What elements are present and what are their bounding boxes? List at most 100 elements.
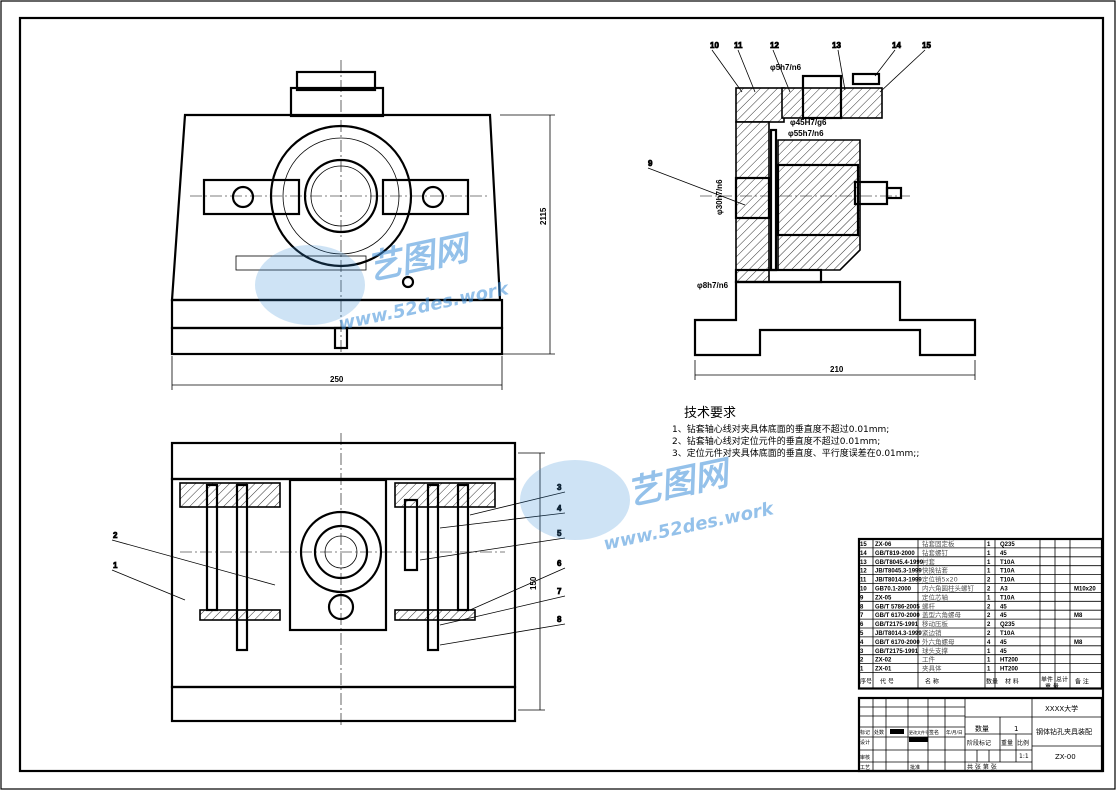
bom-header-name: 名 称 (925, 678, 939, 686)
front-view: 2115 250 (170, 60, 555, 390)
bom-cell: 1 (987, 667, 991, 673)
bom-cell: GB/T 6170-2000 (875, 613, 920, 619)
bom-cell: 定位芯轴 (922, 592, 949, 601)
bom-header-total: 总计 (1056, 676, 1068, 684)
bom-cell: 1 (987, 560, 991, 566)
bom-cell: 螺杆 (922, 601, 936, 610)
bom-cell: ZX-02 (875, 658, 892, 664)
rev-label: 更改文件号 (909, 729, 929, 735)
bom-cell: 3 (860, 649, 864, 655)
bom-cell: JB/T8014.3-1999 (875, 631, 922, 637)
role-design: 设计 (860, 739, 870, 746)
callout-8: 8 (557, 615, 562, 624)
dim-width-front: 250 (330, 375, 344, 384)
bom-cell: 45 (1000, 551, 1007, 557)
role-approve: 批准 (910, 764, 920, 771)
bom-cell: GB/T 6170-2000 (875, 640, 920, 646)
rev-label: 年/月/日 (946, 729, 963, 736)
bom-cell: JB/T8014.3-1999 (875, 578, 922, 584)
rev-label: 处数 (874, 729, 884, 736)
callout-2: 2 (113, 531, 118, 540)
bom-cell: 快换钻套 (922, 566, 949, 575)
requirements-title: 技术要求 (684, 406, 736, 421)
callout-1: 1 (113, 561, 118, 570)
bom-header-qty: 数量 (986, 678, 998, 686)
callout-7: 7 (557, 587, 562, 596)
bom-cell: GB/T 5786-2005 (875, 604, 920, 610)
bom-cell: 11 (860, 578, 867, 584)
callout-4: 4 (557, 504, 562, 513)
bom-cell: 1 (987, 658, 991, 664)
role-review: 审核 (860, 754, 870, 761)
bom-cell: T10A (1000, 569, 1015, 575)
side-view: 210 φ5h7/n6 φ45H7/g6 φ55h7/n6 φ30h7/n6 φ… (693, 63, 977, 380)
bom-cell: M8 (1074, 640, 1083, 646)
bom-cell: 45 (1000, 604, 1007, 610)
bom-cell: GB/T2175-1991 (875, 622, 919, 628)
callout-5: 5 (557, 529, 562, 538)
bom-cell: 1 (987, 542, 991, 548)
bom-cell: 4 (860, 640, 864, 646)
bom-cell: 14 (860, 551, 867, 557)
fit-label: φ55h7/n6 (788, 129, 824, 138)
bom-header-weight: 重 量 (1045, 683, 1059, 691)
bom-cell: 定位销5x20 (922, 575, 958, 584)
fit-label: φ8h7/n6 (697, 281, 729, 290)
bom-cell: 夹具体 (922, 664, 942, 673)
dim-width-side: 210 (830, 365, 844, 374)
bom-cell: GB/T2175-1991 (875, 649, 919, 655)
qty-label: 数量 (975, 724, 989, 733)
requirement-item: 3、定位元件对夹具体底面的垂直度、平行度误差在0.01mm;; (672, 447, 919, 459)
role-process: 工艺 (860, 765, 870, 771)
bom-cell: T10A (1000, 560, 1015, 566)
qty-value: 1 (1014, 725, 1018, 733)
dim-height-top: 150 (529, 576, 538, 590)
bom-cell: 工件 (922, 655, 936, 664)
bom-cell: 12 (860, 569, 867, 575)
weight-label: 重量 (1001, 739, 1013, 747)
bom-cell: 1 (860, 667, 864, 673)
bom-cell: 15 (860, 542, 867, 548)
title-block: XXXX大学 钢体钻孔夹具装配 ZX-00 数量 1 阶段标记 重量 比例 1:… (857, 696, 1104, 773)
bom-header-single: 单件 (1041, 676, 1053, 684)
bom-cell: ZX-06 (875, 542, 892, 548)
bom-cell: JB/T8045.3-1999 (875, 569, 922, 575)
technical-requirements: 技术要求 1、钻套轴心线对夹具体底面的垂直度不超过0.01mm; 2、钻套轴心线… (672, 406, 919, 459)
bom-cell: 2 (987, 587, 991, 593)
bom-cell: M10x20 (1074, 587, 1096, 593)
bom-cell: 13 (860, 560, 867, 566)
bom-cell: 移动压板 (922, 619, 949, 628)
bom-cell: 5 (860, 631, 864, 637)
school-name: XXXX大学 (1045, 704, 1078, 713)
bom-cell: 1 (987, 649, 991, 655)
bom-cell: 盖型六角螺母 (922, 610, 962, 619)
bom-cell: 1 (987, 551, 991, 557)
requirement-item: 1、钻套轴心线对夹具体底面的垂直度不超过0.01mm; (672, 423, 889, 435)
bom-cell: T10A (1000, 595, 1015, 601)
bom-cell: T10A (1000, 578, 1015, 584)
bom-cell: GB70.1-2000 (875, 587, 912, 593)
bom-cell: 2 (987, 613, 991, 619)
scale-label: 比例 (1017, 739, 1029, 747)
drawing-number: ZX-00 (1055, 753, 1076, 761)
rev-label: 标记 (860, 729, 870, 736)
bom-cell: A3 (1000, 587, 1008, 593)
bom-cell: 1 (987, 569, 991, 575)
callout-10: 10 (710, 41, 719, 50)
callout-12: 12 (770, 41, 779, 50)
dim-height: 2115 (539, 207, 548, 225)
bom-header-material: 材 料 (1005, 678, 1019, 686)
bom-cell: 2 (860, 658, 864, 664)
